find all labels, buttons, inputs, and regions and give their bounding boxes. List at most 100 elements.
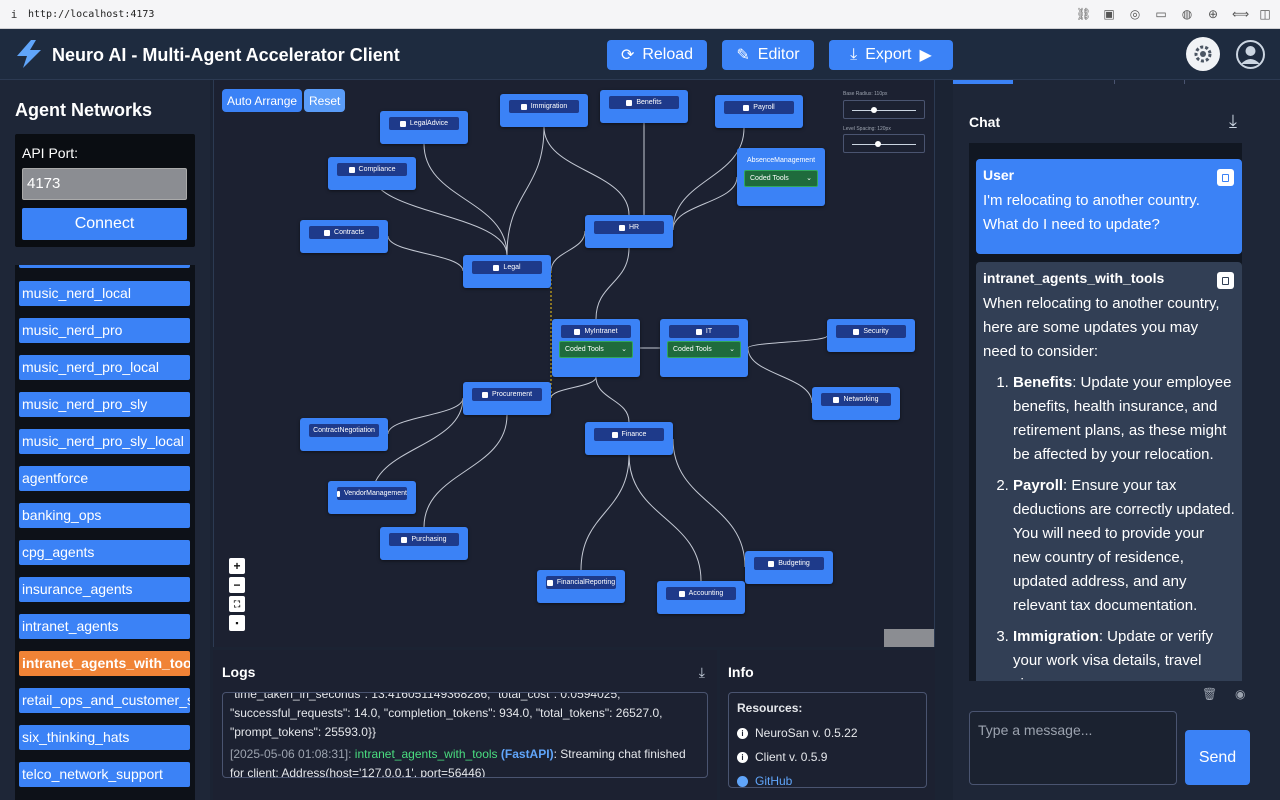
network-item[interactable]: six_thinking_hats [19, 725, 190, 750]
node-finance[interactable]: Finance [585, 422, 673, 455]
node-immigration[interactable]: Immigration [500, 94, 588, 127]
connect-button[interactable]: Connect [22, 208, 187, 240]
sidebar-toggle-icon[interactable]: ◫ [1259, 7, 1271, 21]
item-text: : Update or verify your work visa detail… [1013, 628, 1214, 681]
trash-icon[interactable]: 🗑 [1202, 687, 1218, 701]
link-icon[interactable]: ⛓ [1076, 7, 1092, 21]
auto-arrange-button[interactable]: Auto Arrange [222, 89, 303, 112]
node-label: MyIntranet [584, 328, 618, 335]
network-item[interactable]: intranet_agents_with_tools [19, 651, 190, 676]
tab-active[interactable] [953, 80, 1013, 84]
chat-title: Chat [969, 114, 1001, 130]
tab[interactable] [1015, 80, 1115, 84]
network-item[interactable]: intranet_agents [19, 614, 190, 639]
network-list[interactable]: music_nerd_local music_nerd_pro music_nerd… [15, 265, 195, 800]
address-url[interactable]: http://localhost:4173 [28, 8, 155, 20]
camera-icon[interactable]: ◎ [1129, 7, 1141, 21]
user-avatar-icon[interactable] [1236, 40, 1265, 69]
level-spacing-slider[interactable] [843, 134, 925, 153]
tab[interactable] [1119, 80, 1185, 84]
node-security[interactable]: Security [827, 319, 915, 352]
base-radius-slider[interactable] [843, 100, 925, 119]
node-label: Purchasing [411, 536, 447, 543]
node-procurement[interactable]: Procurement [463, 382, 551, 415]
editor-button[interactable]: ✎ Editor [722, 40, 814, 70]
node-accounting[interactable]: Accounting [657, 581, 745, 614]
item-text: : Update your employee benefits, health … [1013, 374, 1232, 463]
settings-button[interactable] [1186, 37, 1220, 71]
export-button[interactable]: ⤓ Export ▶ [829, 40, 953, 70]
send-button[interactable]: Send [1185, 730, 1250, 785]
reset-button[interactable]: Reset [304, 89, 346, 112]
reload-icon: ⟳ [620, 47, 635, 64]
report-icon [546, 579, 553, 586]
doc-icon [768, 560, 775, 567]
people-icon [481, 391, 488, 398]
copy-icon[interactable] [1217, 169, 1234, 186]
network-item[interactable]: music_nerd_pro_local [19, 355, 190, 380]
node-payroll[interactable]: Payroll [715, 95, 803, 128]
node-contracts[interactable]: Contracts [300, 220, 388, 253]
api-port-input[interactable]: 4173 [22, 168, 187, 200]
network-item[interactable]: banking_ops [19, 503, 190, 528]
network-item[interactable]: retail_ops_and_customer_service [19, 688, 190, 713]
node-vendormanagement[interactable]: VendorManagement [328, 481, 416, 514]
graph-edge [672, 438, 746, 568]
node-purchasing[interactable]: Purchasing [380, 527, 468, 560]
network-item[interactable]: music_nerd_pro_sly [19, 392, 190, 417]
sidebar-title: Agent Networks [15, 100, 153, 120]
minimap[interactable] [884, 629, 934, 647]
log-line: "time_taken_in_seconds": 13.416051149368… [230, 692, 621, 701]
info-icon: i [737, 751, 748, 763]
message-input[interactable]: Type a message... [969, 711, 1177, 785]
globe-icon[interactable]: ◍ [1181, 7, 1193, 21]
fit-view-icon[interactable]: ⛶ [229, 596, 245, 612]
network-item[interactable]: insurance_agents [19, 577, 190, 602]
agent-graph-canvas[interactable]: Auto Arrange Reset Base Radius: 110px Le… [213, 80, 935, 647]
network-item[interactable]: cpg_agents [19, 540, 190, 565]
browser-toolbar: ⛓ ▣ ◎ ▭ ◍ ⊕ ⟺ ◫ [1076, 6, 1272, 22]
stop-icon[interactable]: ◉ [1235, 687, 1246, 701]
site-info-icon[interactable]: i [10, 7, 18, 21]
zoom-in-button[interactable]: + [229, 558, 245, 574]
github-link[interactable]: GitHub [755, 774, 793, 788]
node-contractnegotiation[interactable]: ContractNegotiation [300, 418, 388, 451]
node-benefits[interactable]: Benefits [600, 90, 688, 123]
network-item[interactable]: agentforce [19, 466, 190, 491]
node-budgeting[interactable]: Budgeting [745, 551, 833, 584]
zoom-out-button[interactable]: − [229, 577, 245, 593]
code-icon[interactable]: ⟺ [1232, 7, 1250, 21]
lock-icon[interactable]: ▪ [229, 615, 245, 631]
chat-messages[interactable]: User I'm relocating to another country. … [969, 143, 1242, 681]
node-label: FinancialReporting [556, 579, 616, 586]
download-icon[interactable]: ⤓ [698, 664, 705, 680]
screenshot-icon[interactable]: ▣ [1103, 7, 1115, 21]
node-networking[interactable]: Networking [812, 387, 900, 420]
coded-tools-select[interactable]: Coded Tools⌄ [744, 170, 818, 187]
node-compliance[interactable]: Compliance [328, 157, 416, 190]
node-financialreporting[interactable]: FinancialReporting [537, 570, 625, 603]
crosshair-icon[interactable]: ⊕ [1207, 7, 1219, 21]
download-icon[interactable]: ⤓ [1229, 111, 1237, 131]
terminal-icon[interactable]: ▭ [1155, 7, 1167, 21]
network-item[interactable]: telco_network_support [19, 762, 190, 787]
coded-tools-select[interactable]: Coded Tools⌄ [667, 341, 741, 358]
network-item[interactable]: music_nerd_pro [19, 318, 190, 343]
network-item-partial[interactable] [19, 265, 190, 268]
node-label: IT [705, 328, 713, 335]
node-label: Finance [621, 431, 647, 438]
tab[interactable] [1189, 80, 1253, 84]
node-hr[interactable]: HR [585, 215, 673, 248]
coded-tools-select[interactable]: Coded Tools⌄ [559, 341, 633, 358]
reload-button[interactable]: ⟳ Reload [607, 40, 707, 70]
node-label: Networking [843, 396, 879, 403]
network-item[interactable]: music_nerd_local [19, 281, 190, 306]
node-legal[interactable]: Legal [463, 255, 551, 288]
node-it[interactable]: IT Coded Tools⌄ [660, 319, 748, 377]
copy-icon[interactable] [1217, 272, 1234, 289]
network-item[interactable]: music_nerd_pro_sly_local [19, 429, 190, 454]
node-label: Contracts [334, 229, 364, 236]
node-legaladvice[interactable]: LegalAdvice [380, 111, 468, 144]
